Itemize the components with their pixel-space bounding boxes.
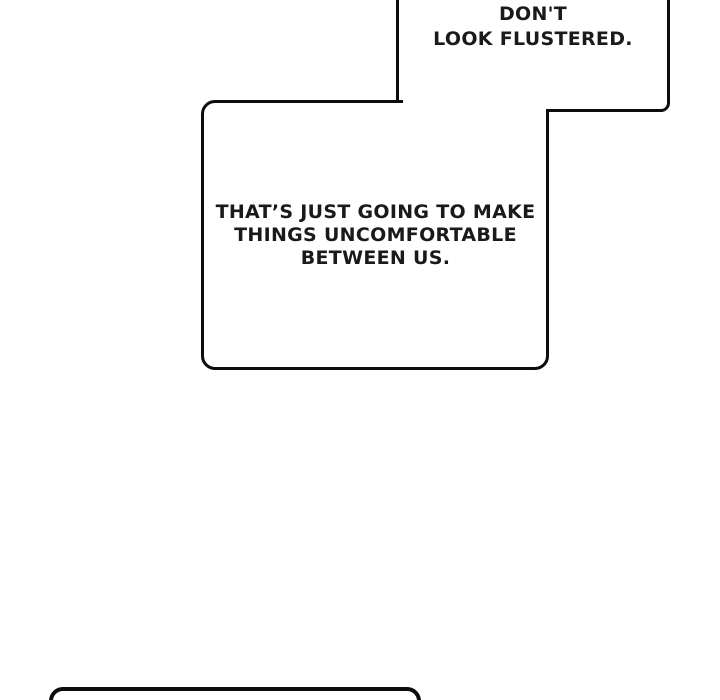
speech-line: DON'T xyxy=(498,3,568,25)
speech-text-middle: THAT’S JUST GOING TO MAKE THINGS UNCOMFO… xyxy=(203,201,548,270)
speech-line: THAT’S JUST GOING TO MAKE xyxy=(215,201,536,223)
speech-text-top: DON'T LOOK FLUSTERED. xyxy=(399,2,667,52)
speech-line: THINGS UNCOMFORTABLE xyxy=(234,224,517,246)
speech-bubble-bottom xyxy=(49,687,421,700)
speech-bubble-middle xyxy=(201,100,549,370)
speech-line: BETWEEN US. xyxy=(300,247,451,269)
speech-line: LOOK FLUSTERED. xyxy=(433,28,633,50)
speech-bubble-top xyxy=(396,0,670,112)
bubble-merge-join xyxy=(403,97,553,109)
